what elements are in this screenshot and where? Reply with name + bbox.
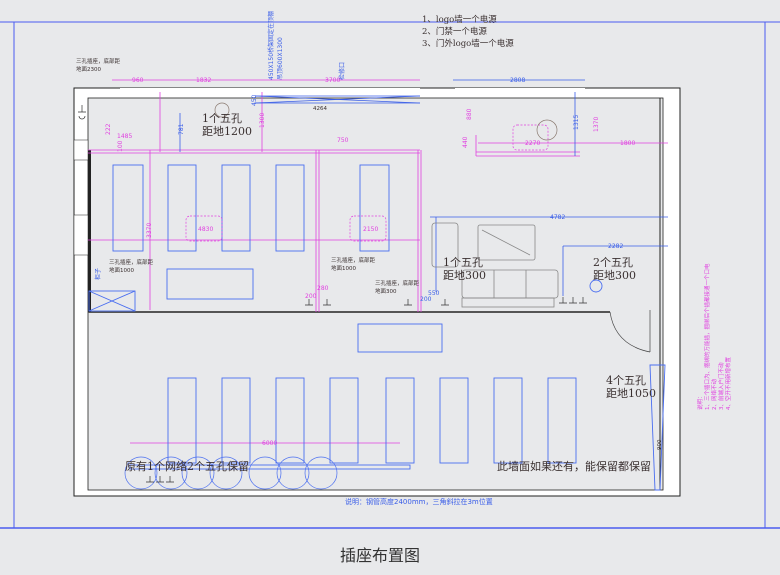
dim-750: 750 bbox=[337, 137, 349, 144]
note-2: 2、门禁一个电源 bbox=[422, 26, 487, 37]
small-note-1a: 三孔插座，底部距 bbox=[76, 57, 121, 65]
bottom-note: 说明：钢管高度2400mm，三角斜拉在3m位置 bbox=[345, 497, 493, 506]
dim-550: 550 bbox=[428, 290, 440, 297]
dim-200-b: 200 bbox=[420, 296, 432, 303]
drawing-title: 插座布置图 bbox=[340, 546, 420, 565]
door-swing bbox=[609, 311, 651, 353]
small-note-2a: 三孔插座，底部距 bbox=[109, 258, 154, 266]
socket-height-2: 距地300 bbox=[443, 269, 486, 282]
dim-200-a: 200 bbox=[305, 293, 317, 300]
desks-lower bbox=[129, 364, 666, 491]
dim-3370: 3370 bbox=[146, 223, 153, 238]
dim-2150: 2150 bbox=[363, 226, 378, 233]
dim-100: 100 bbox=[117, 140, 124, 152]
small-note-2b: 地面1000 bbox=[109, 266, 134, 274]
chair bbox=[536, 119, 558, 141]
socket-label-3: 2个五孔 bbox=[593, 256, 633, 269]
socket-height-3: 距地300 bbox=[593, 269, 636, 282]
dim-280: 280 bbox=[317, 285, 329, 292]
dim-2808: 2808 bbox=[510, 77, 525, 84]
small-note-1b: 地面2300 bbox=[76, 65, 101, 73]
desks-upper bbox=[88, 164, 603, 353]
socket-label-2: 1个五孔 bbox=[443, 256, 483, 269]
dim-2282: 2282 bbox=[608, 243, 623, 250]
dim-4782: 4782 bbox=[550, 214, 565, 221]
vertical-note-cabinet: 柜子 bbox=[94, 268, 102, 280]
small-note-4b: 地面300 bbox=[375, 287, 397, 295]
vertical-note-tray: 450X150桥架固定在顶棚 bbox=[267, 11, 275, 80]
socket-label-4: 4个五孔 bbox=[606, 374, 646, 387]
vertical-note-ceiling: 吊顶600X1300 bbox=[277, 37, 284, 80]
drawing-frame bbox=[0, 21, 780, 529]
dim-3700: 3700 bbox=[325, 77, 340, 84]
dim-440: 440 bbox=[462, 136, 469, 148]
lamp bbox=[214, 102, 230, 118]
cable-tray bbox=[179, 79, 668, 296]
dashed-tables bbox=[185, 124, 549, 242]
dim-6000: 6000 bbox=[262, 440, 277, 447]
dim-1800: 1800 bbox=[620, 140, 635, 147]
dim-1370: 1370 bbox=[593, 117, 600, 132]
socket-label-1: 1个五孔 bbox=[202, 112, 242, 125]
sofa-set bbox=[431, 222, 559, 308]
socket-height-1: 距地1200 bbox=[202, 125, 252, 138]
side-note-2: 2、网络不动 bbox=[710, 379, 718, 410]
vertical-note-access: 检修口 bbox=[338, 62, 346, 80]
dim-1315: 1315 bbox=[573, 115, 580, 130]
dim-222: 222 bbox=[105, 123, 112, 135]
dim-960: 960 bbox=[132, 77, 144, 84]
small-note-3a: 三孔插座，底部距 bbox=[331, 256, 376, 264]
dim-781: 781 bbox=[178, 123, 185, 135]
side-note-4: 4、空开不用新增布置 bbox=[724, 357, 732, 410]
chairs-lower bbox=[124, 456, 338, 490]
side-note-3: 3、前端入户门不动 bbox=[717, 362, 725, 410]
keep-note-left: 原有1个网络2个五孔保留 bbox=[125, 459, 249, 473]
note-1: 1、logo墙一个电源 bbox=[422, 14, 497, 25]
socket-icons bbox=[78, 105, 587, 483]
dim-900: 900 bbox=[657, 439, 663, 450]
small-note-3b: 地面1000 bbox=[331, 264, 356, 272]
note-3: 3、门外logo墙一个电源 bbox=[422, 38, 514, 49]
dim-4264: 4264 bbox=[313, 106, 327, 112]
dim-4830: 4830 bbox=[198, 226, 213, 233]
dim-450: 450 bbox=[251, 94, 258, 106]
dim-880: 880 bbox=[466, 108, 473, 120]
dim-2270: 2270 bbox=[525, 140, 540, 147]
side-note-0: 说明： bbox=[696, 393, 704, 410]
small-note-4a: 三孔插座，底部距 bbox=[375, 279, 420, 287]
keep-note-right: 此墙面如果还有，能保留都保留 bbox=[497, 459, 651, 473]
socket-height-4: 距地1050 bbox=[606, 387, 656, 400]
dim-1300: 1300 bbox=[259, 113, 266, 128]
partitions bbox=[88, 79, 668, 444]
side-note-1: 1、三个插口为、捆绑的万能插，捆绑后个插都接通一个口电 bbox=[703, 263, 711, 410]
dim-1485: 1485 bbox=[117, 133, 132, 140]
dim-1832: 1832 bbox=[196, 77, 211, 84]
